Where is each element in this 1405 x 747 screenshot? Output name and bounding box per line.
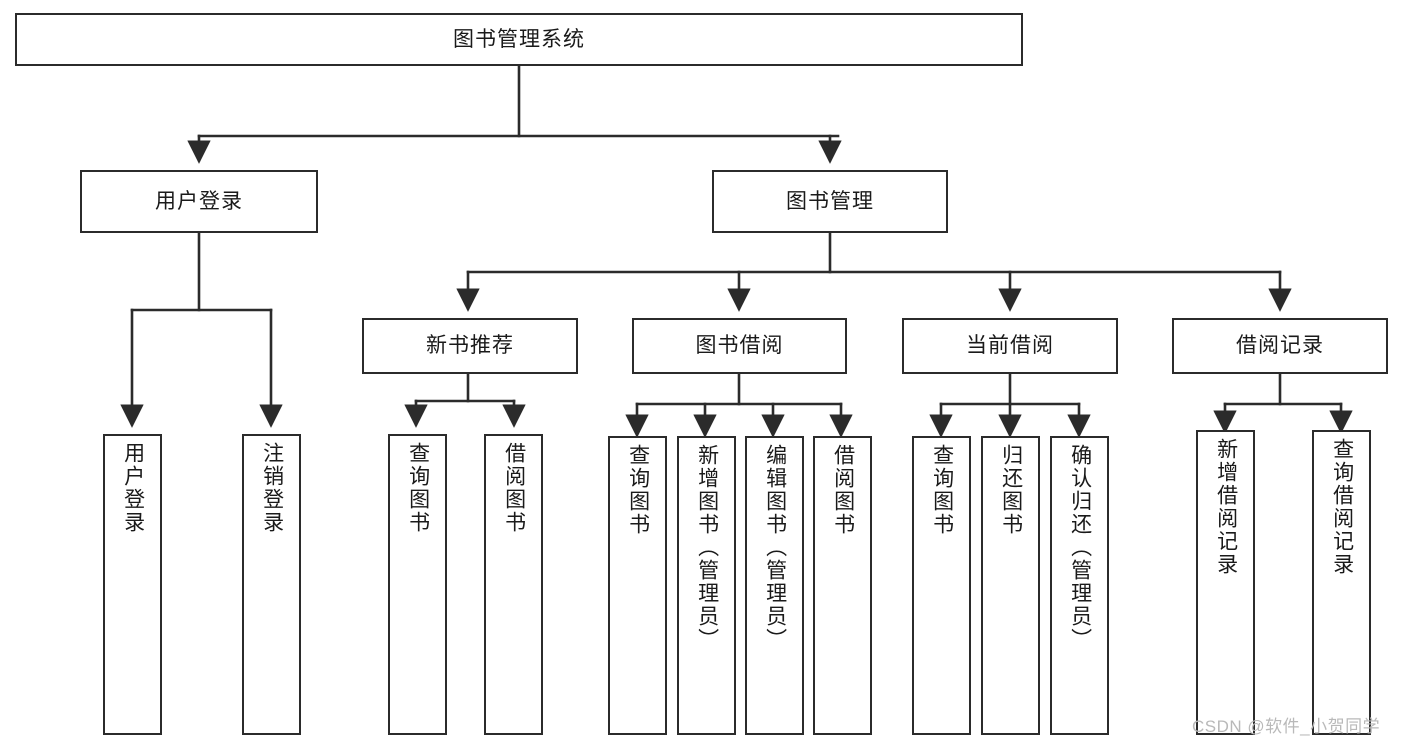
leaf-query-book-b-label: 查询图书 [626,444,650,536]
leaf-query-book-c-label: 查询图书 [930,444,954,536]
leaf-confirm-return-label: 确认归还（管理员） [1068,444,1092,651]
leaf-query-book-c[interactable]: 查询图书 [912,436,971,735]
leaf-add-record-label: 新增借阅记录 [1214,438,1238,576]
node-user-login[interactable]: 用户登录 [80,170,318,233]
leaf-borrow-book-b[interactable]: 借阅图书 [813,436,872,735]
leaf-add-record[interactable]: 新增借阅记录 [1196,430,1255,735]
node-new-book-recommend[interactable]: 新书推荐 [362,318,578,374]
csdn-watermark: CSDN @软件_小贺同学 [1192,717,1381,736]
leaf-user-login-label: 用户登录 [121,442,145,534]
node-book-manage-label: 图书管理 [786,189,874,213]
leaf-query-book-a[interactable]: 查询图书 [388,434,447,735]
leaf-borrow-book-a-label: 借阅图书 [502,442,526,534]
leaf-user-login[interactable]: 用户登录 [103,434,162,735]
leaf-query-record[interactable]: 查询借阅记录 [1312,430,1371,735]
leaf-return-book-label: 归还图书 [999,444,1023,536]
leaf-add-book[interactable]: 新增图书（管理员） [677,436,736,735]
leaf-borrow-book-b-label: 借阅图书 [831,444,855,536]
leaf-query-record-label: 查询借阅记录 [1330,438,1354,576]
leaf-return-book[interactable]: 归还图书 [981,436,1040,735]
node-borrow-record-label: 借阅记录 [1236,334,1324,358]
leaf-edit-book-label: 编辑图书（管理员） [763,444,787,651]
node-borrow-record[interactable]: 借阅记录 [1172,318,1388,374]
node-root-label: 图书管理系统 [453,27,585,51]
node-book-borrow[interactable]: 图书借阅 [632,318,847,374]
node-new-book-recommend-label: 新书推荐 [426,334,514,358]
leaf-add-book-label: 新增图书（管理员） [695,444,719,651]
leaf-logout[interactable]: 注销登录 [242,434,301,735]
leaf-confirm-return[interactable]: 确认归还（管理员） [1050,436,1109,735]
node-current-borrow[interactable]: 当前借阅 [902,318,1118,374]
leaf-query-book-b[interactable]: 查询图书 [608,436,667,735]
leaf-query-book-a-label: 查询图书 [406,442,430,534]
node-root[interactable]: 图书管理系统 [15,13,1023,66]
leaf-borrow-book-a[interactable]: 借阅图书 [484,434,543,735]
leaf-logout-label: 注销登录 [260,442,284,534]
node-user-login-label: 用户登录 [155,189,243,213]
leaf-edit-book[interactable]: 编辑图书（管理员） [745,436,804,735]
node-book-borrow-label: 图书借阅 [695,334,784,358]
node-book-manage[interactable]: 图书管理 [712,170,948,233]
node-current-borrow-label: 当前借阅 [966,334,1054,358]
